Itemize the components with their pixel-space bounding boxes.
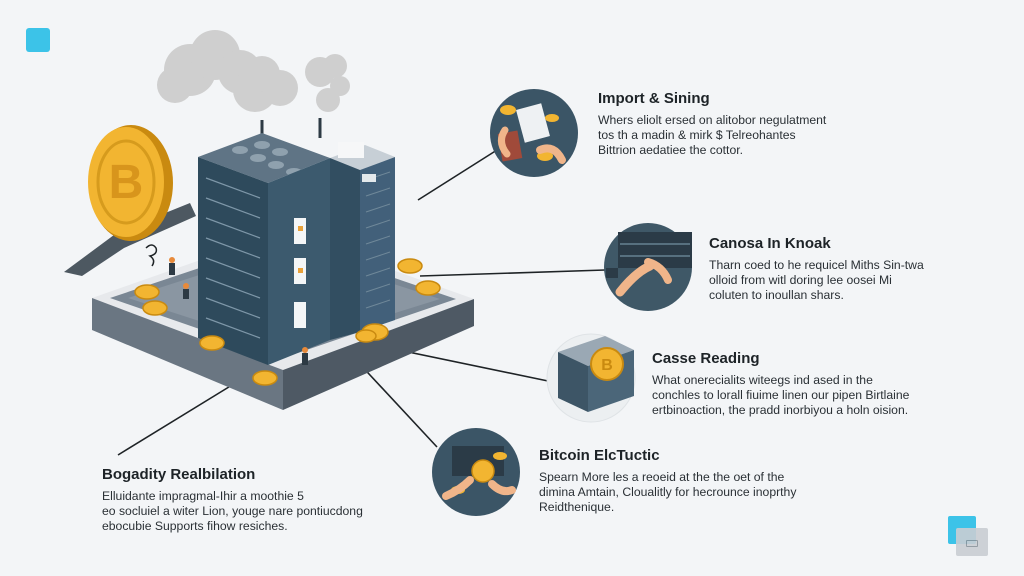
connector-4 (355, 359, 438, 448)
server-hands-icon (604, 223, 692, 311)
callout-title: Canosa In Knoak (709, 235, 831, 252)
corner-square-icon (26, 28, 50, 52)
coin-pile (134, 258, 441, 386)
connector-5 (117, 381, 238, 456)
callout-import-sining: Import & Sining Whers eliolt ersed on al… (598, 90, 868, 158)
callout-canosa-knoak: Canosa In Knoak Tharn coed to he requice… (709, 235, 959, 303)
svg-text:B: B (109, 156, 144, 209)
callout-title: Bogadity Realbilation (102, 466, 256, 483)
callout-body: Whers eliolt ersed on alitobor negulatme… (598, 113, 827, 157)
callout-bitcoin-elctuctic: Bitcoin ElcTuctic Spearn More les a reoe… (539, 447, 839, 515)
svg-text:B: B (601, 357, 613, 374)
callout-title: Bitcoin ElcTuctic (539, 447, 660, 464)
callout-casse-reading: Casse Reading What onerecialits witeegs … (652, 350, 952, 418)
callout-title: Casse Reading (652, 350, 760, 367)
copy-icon (948, 516, 990, 558)
callout-body: Spearn More les a reoeid at the the oet … (539, 470, 797, 514)
connector-1 (417, 149, 498, 201)
worker-figure-icon (145, 244, 308, 365)
connector-2 (419, 269, 606, 277)
mining-building-icon (198, 133, 395, 365)
bitcoin-coin-icon: B (64, 125, 196, 276)
coin-server-icon: B (546, 333, 636, 423)
smoke-cloud-icon (157, 30, 350, 112)
callout-body: Tharn coed to he requicel Miths Sin-twa … (709, 258, 924, 302)
callout-body: Elluidante impragmal-Ihir a moothie 5 eo… (102, 489, 363, 533)
callout-bogadity-realbilation: Bogadity Realbilation Elluidante impragm… (102, 466, 402, 534)
trading-hands-icon (490, 89, 578, 177)
callout-title: Import & Sining (598, 90, 710, 107)
callout-body: What onerecialits witeegs ind ased in th… (652, 373, 910, 417)
coin-exchange-icon (432, 428, 520, 516)
